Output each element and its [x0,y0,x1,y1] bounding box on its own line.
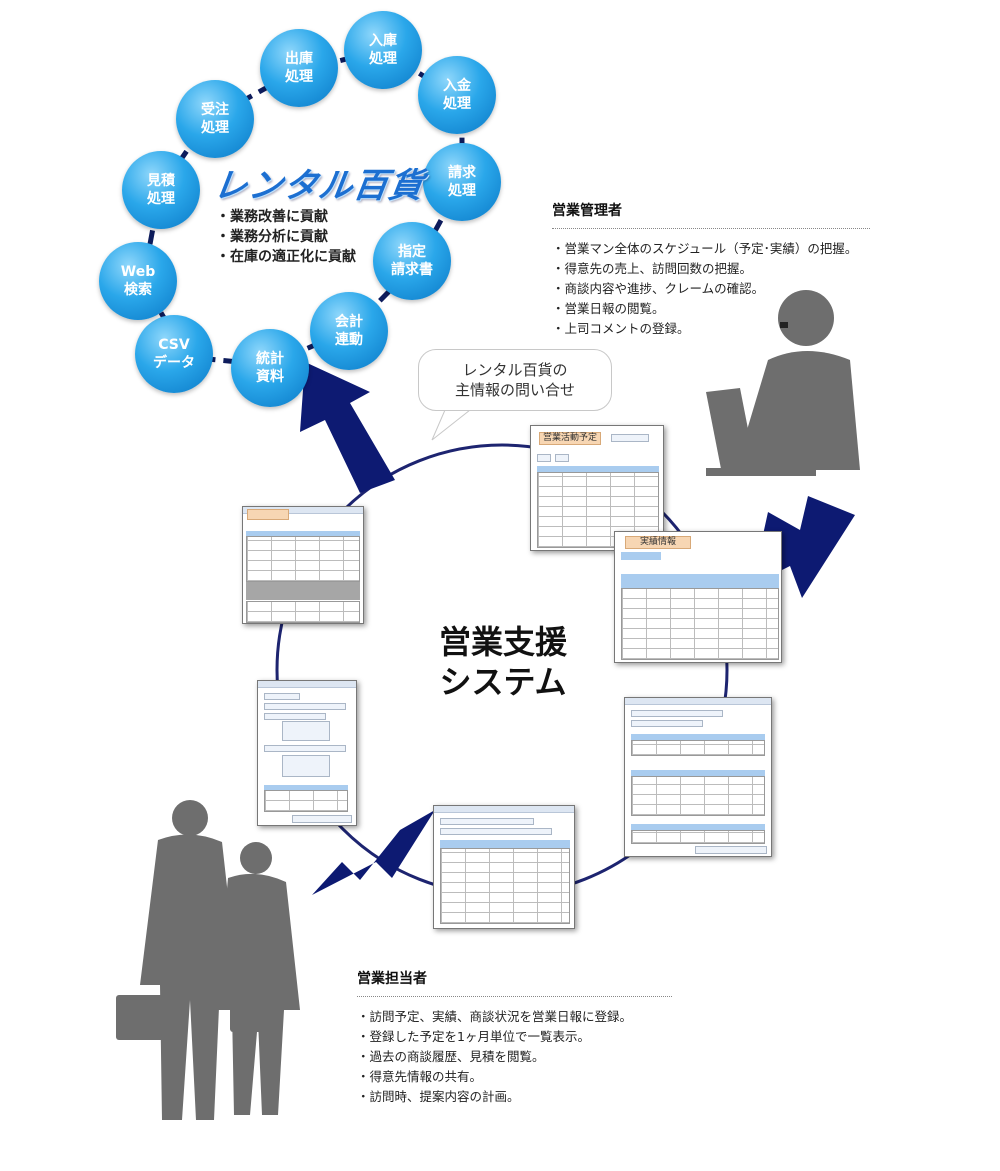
process-step-bubble: 入金 処理 [418,56,496,134]
contribution-item: ・業務改善に貢献 [216,209,328,225]
report-grid [631,740,765,756]
list-header [264,785,348,790]
manager-section: 営業管理者 ・営業マン全体のスケジュール（予定･実績）の把握。 ・得意先の売上、… [552,200,870,339]
center-title: 営業支援 システム [418,622,588,702]
process-step-bubble: 請求 処理 [423,143,501,221]
contribution-item: ・業務分析に貢献 [216,229,328,245]
result-grid [621,588,779,660]
process-step-bubble: 会計 連動 [310,292,388,370]
shaded-rows [246,582,360,600]
sales-list-screen-thumbnail [433,805,575,929]
sales-bullet: ・訪問予定、実績、商談状況を営業日報に登録。 [357,1009,633,1024]
toolbar-field [611,434,649,442]
contribution-list: ・業務改善に貢献 ・業務分析に貢献 ・在庫の適正化に貢献 [216,207,356,267]
calendar-grid [246,536,360,582]
comment-grid [631,830,765,844]
manager-bullet: ・得意先の売上、訪問回数の把握。 [552,261,753,276]
window-titlebar [625,698,771,705]
customer-form-screen-thumbnail [257,680,357,826]
tab-strip [621,552,661,560]
manager-lightning-icon [752,496,855,598]
process-step-bubble: 受注 処理 [176,80,254,158]
sales-lightning-icon [312,810,435,895]
divider [357,996,672,997]
contribution-item: ・在庫の適正化に貢献 [216,249,356,265]
sales-bullet: ・登録した予定を1ヶ月単位で一覧表示。 [357,1029,590,1044]
filter-field [440,828,552,835]
form-field [264,703,346,710]
window-titlebar [434,806,574,813]
form-field [264,713,326,720]
manager-bullets: ・営業マン全体のスケジュール（予定･実績）の把握。 ・得意先の売上、訪問回数の把… [552,239,870,339]
manager-bullet: ・営業マン全体のスケジュール（予定･実績）の把握。 [552,241,858,256]
grid-header [246,531,360,536]
sales-bullet: ・過去の商談履歴、見積を閲覧。 [357,1049,545,1064]
activity-plan-screen-thumbnail: 営業活動予定 [530,425,664,551]
result-info-screen-thumbnail: 実績情報 [614,531,782,663]
window-titlebar [243,507,363,514]
center-title-line: 営業支援 [438,623,567,661]
sales-bullet: ・得意先情報の共有。 [357,1069,483,1084]
daily-report-screen-thumbnail [624,697,772,857]
nav-button [537,454,551,462]
form-field [264,745,346,752]
form-field [631,720,703,727]
history-list [264,790,348,812]
sales-title: 営業担当者 [357,971,427,987]
process-step-bubble: Web 検索 [99,242,177,320]
sales-section: 営業担当者 ・訪問予定、実績、商談状況を営業日報に登録。 ・登録した予定を1ヶ月… [357,968,672,1107]
salespeople-silhouette-icon [116,800,300,1120]
text-area [282,755,330,777]
calendar-screen-thumbnail [242,506,364,624]
screen-title: 実績情報 [625,536,691,549]
process-step-bubble: 統計 資料 [231,329,309,407]
grid-header [621,574,779,588]
report-grid [631,776,765,816]
action-buttons [292,815,352,823]
form-field [264,693,300,700]
manager-bullet: ・上司コメントの登録。 [552,321,690,336]
sales-bullets: ・訪問予定、実績、商談状況を営業日報に登録。 ・登録した予定を1ヶ月単位で一覧表… [357,1007,672,1107]
process-step-bubble: CSV データ [135,315,213,393]
manager-silhouette-icon [706,290,860,476]
inquiry-speech-bubble: レンタル百貨の 主情報の問い合せ [418,349,612,411]
text-area [282,721,330,741]
manager-bullet: ・商談内容や進捗、クレームの確認。 [552,281,765,296]
sales-list-grid [440,848,570,924]
speech-line: 主情報の問い合せ [454,381,575,399]
speech-tail [431,409,472,441]
process-step-bubble: 入庫 処理 [344,11,422,89]
nav-button [555,454,569,462]
form-field [631,710,723,717]
process-step-bubble: 指定 請求書 [373,222,451,300]
upward-arrow [300,362,395,493]
grid-header [631,734,765,740]
screen-title: 営業活動予定 [539,432,601,445]
window-titlebar [258,681,356,688]
process-step-bubble: 見積 処理 [122,151,200,229]
grid-header [631,770,765,776]
grid-header [440,840,570,848]
speech-line: レンタル百貨の [462,361,568,379]
divider [552,228,870,229]
screen-header [247,509,289,520]
center-title-line: システム [439,663,567,701]
action-buttons [695,846,767,854]
manager-title: 営業管理者 [552,203,622,219]
rental-hyakka-logo: レンタル百貨 [210,166,427,206]
grid-header [537,466,659,472]
grid-header [631,824,765,830]
calendar-grid [246,601,360,623]
filter-field [440,818,534,825]
sales-bullet: ・訪問時、提案内容の計画。 [357,1089,520,1104]
manager-bullet: ・営業日報の閲覧。 [552,301,665,316]
process-step-bubble: 出庫 処理 [260,29,338,107]
